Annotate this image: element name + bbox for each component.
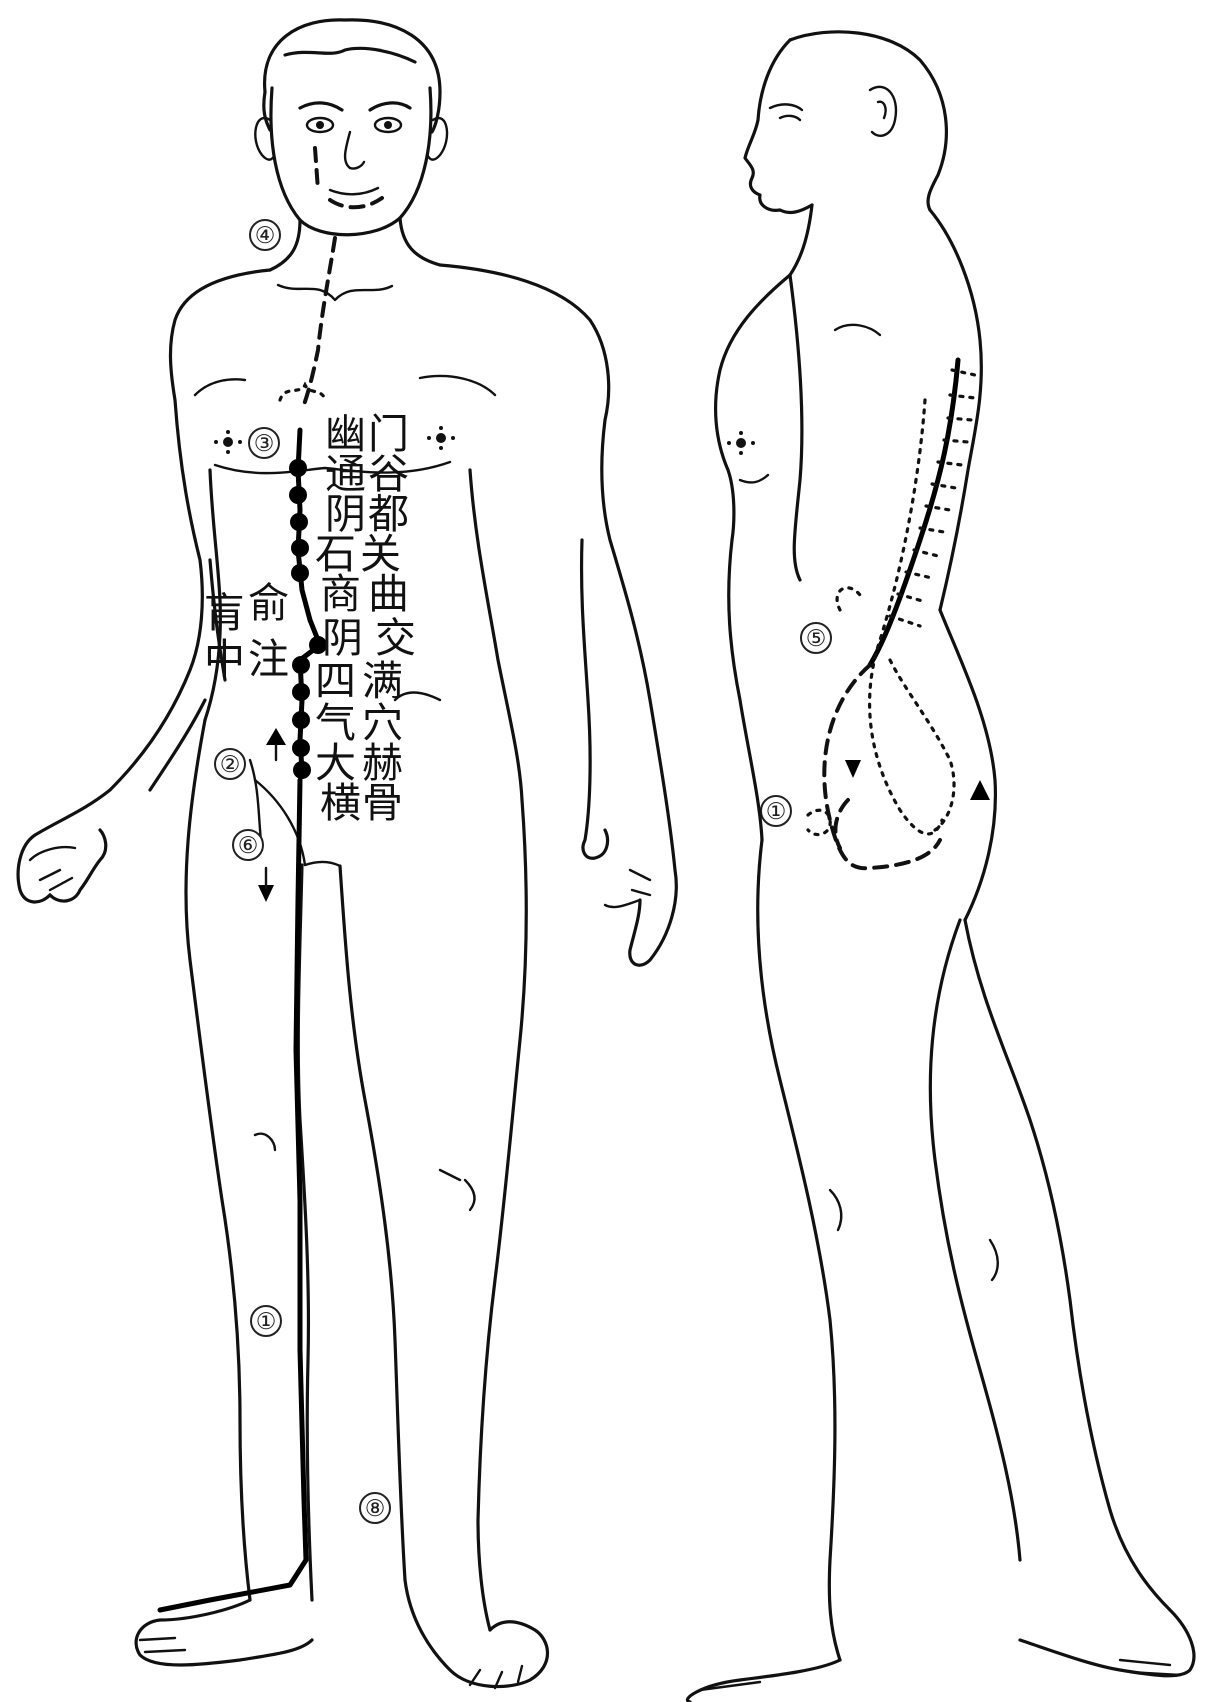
marker-8: ⑧ bbox=[360, 1493, 390, 1523]
nipple-dots-left bbox=[214, 430, 242, 454]
marker-1-front: ① bbox=[251, 1306, 281, 1336]
side-nipple-dots bbox=[727, 431, 755, 455]
acupoint-char: 中 bbox=[204, 635, 245, 683]
acupoint-char: 俞 bbox=[248, 579, 289, 627]
acupoint-char: 满 bbox=[362, 657, 403, 705]
svg-text:⑥: ⑥ bbox=[238, 833, 259, 859]
acupoint-char: 交 bbox=[375, 614, 416, 662]
acupoint-char: 肓 bbox=[204, 589, 245, 637]
acupoint-char: 横 bbox=[320, 779, 361, 827]
acupoint-char: 注 bbox=[248, 635, 289, 683]
svg-text:④: ④ bbox=[255, 223, 276, 249]
marker-5: ⑤ bbox=[801, 623, 831, 653]
acupoint-char: 阴 bbox=[322, 614, 363, 662]
nipple-dots-right bbox=[427, 426, 455, 450]
up-arrow-icon bbox=[970, 780, 990, 800]
front-body-figure bbox=[18, 20, 676, 1688]
marker-2: ② bbox=[215, 749, 245, 779]
svg-text:①: ① bbox=[766, 799, 787, 825]
marker-4: ④ bbox=[250, 220, 280, 250]
side-meridian-path bbox=[808, 360, 990, 868]
down-arrow-icon bbox=[845, 760, 861, 778]
acupoint-char: 骨 bbox=[362, 779, 403, 827]
acupoint-char: 曲 bbox=[368, 570, 409, 618]
acupoint-char: 四 bbox=[315, 657, 356, 705]
side-body-figure bbox=[687, 32, 1193, 1702]
up-arrow-icon bbox=[266, 728, 286, 745]
marker-6: ⑥ bbox=[233, 830, 263, 860]
acupoint-char: 商 bbox=[320, 570, 361, 618]
marker-3: ③ bbox=[249, 428, 279, 458]
svg-text:⑧: ⑧ bbox=[365, 1496, 386, 1522]
svg-text:⑤: ⑤ bbox=[806, 626, 827, 652]
svg-text:①: ① bbox=[256, 1309, 277, 1335]
marker-1-side: ① bbox=[761, 796, 791, 826]
svg-text:②: ② bbox=[220, 752, 241, 778]
svg-text:③: ③ bbox=[254, 431, 275, 457]
